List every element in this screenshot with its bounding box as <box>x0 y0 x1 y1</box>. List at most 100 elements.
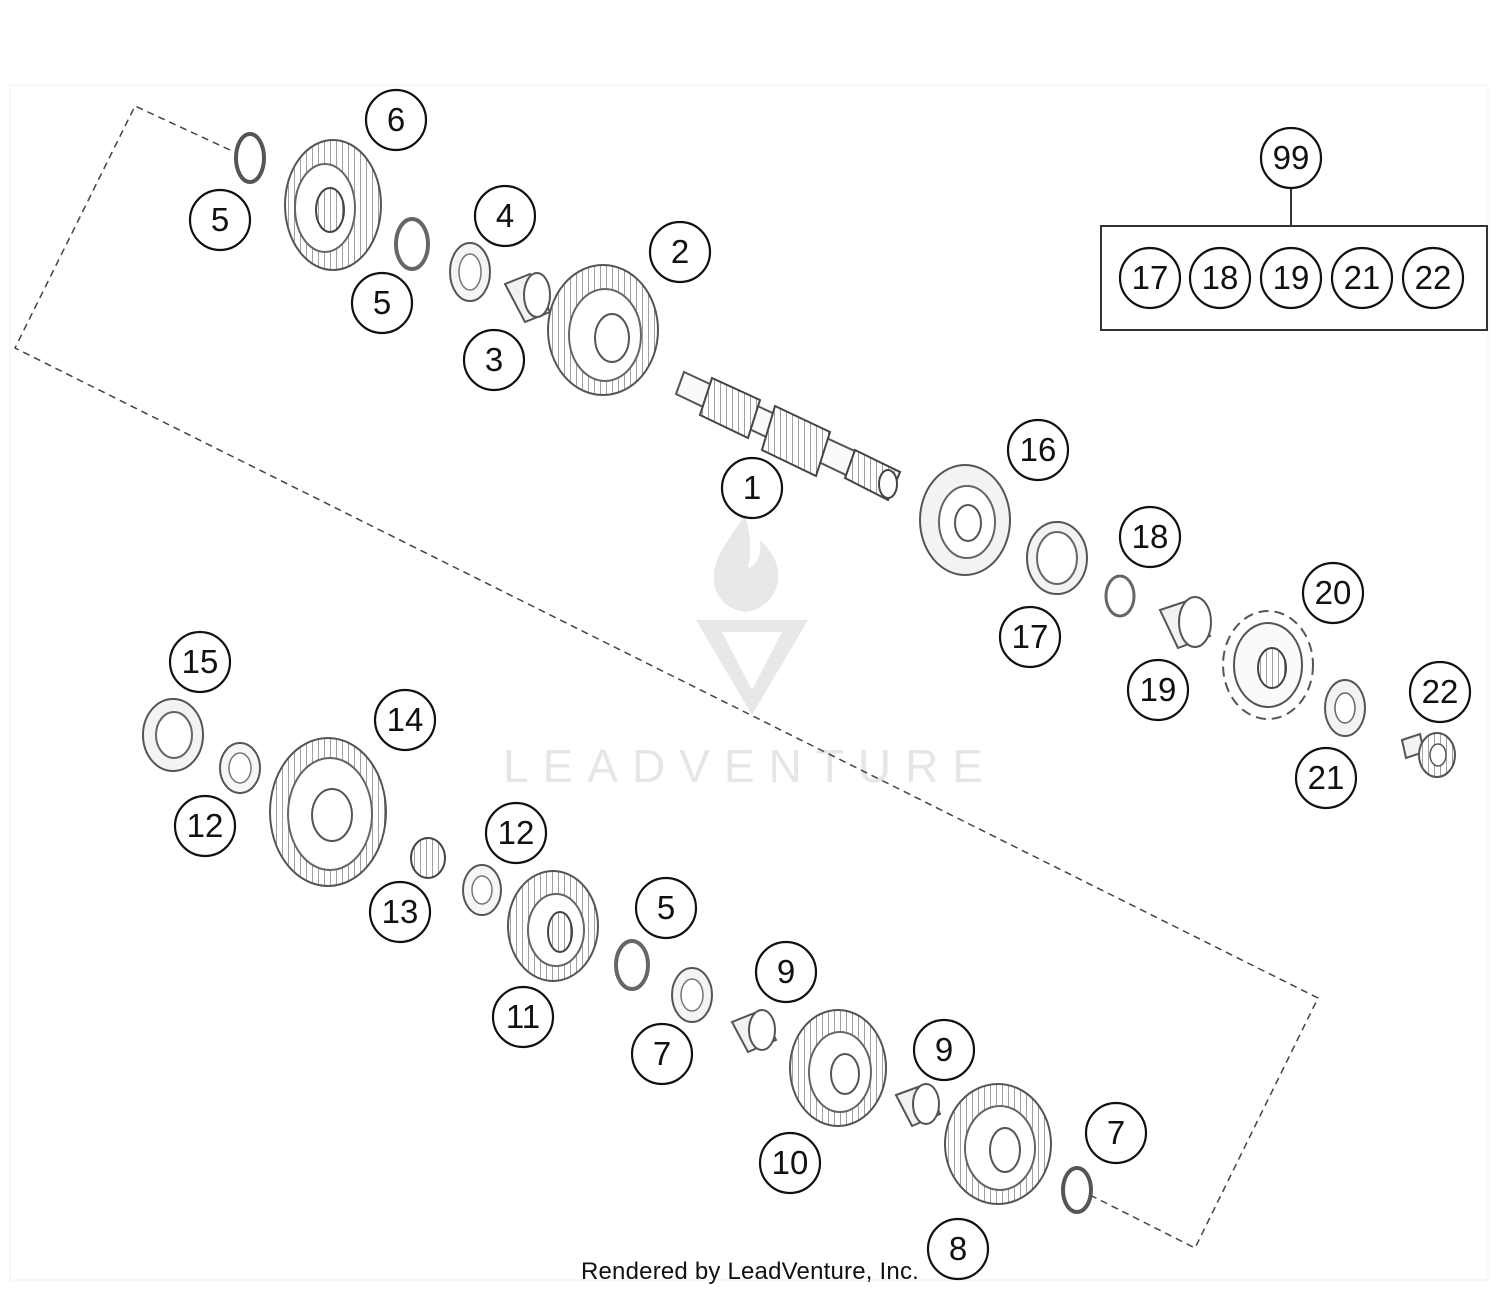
washer-part-12b <box>462 864 502 916</box>
callout-circle <box>462 328 526 392</box>
callout-number: 18 <box>1202 259 1239 296</box>
callout-kit-99[interactable]: 99 <box>1259 126 1323 190</box>
callout-circle <box>1408 660 1472 724</box>
kit-item-22[interactable]: 22 <box>1401 246 1465 310</box>
washer-part-21 <box>1324 679 1366 737</box>
callout-number: 2 <box>671 233 689 270</box>
callout-part-13[interactable]: 13 <box>368 880 432 944</box>
gear-part-11 <box>507 870 599 982</box>
callout-circle <box>758 1131 822 1195</box>
kit-99-box <box>1100 188 1488 331</box>
callout-circle <box>364 88 428 152</box>
callout-part-15[interactable]: 15 <box>168 630 232 694</box>
callout-circle <box>998 605 1062 669</box>
callout-part-10[interactable]: 10 <box>758 1131 822 1195</box>
ball-bearing-part-15 <box>142 698 204 772</box>
assembly-outline <box>13 105 1320 1250</box>
callout-part-5[interactable]: 5 <box>634 876 698 940</box>
callout-part-22[interactable]: 22 <box>1408 660 1472 724</box>
callout-number: 18 <box>1132 518 1169 555</box>
callout-number: 22 <box>1415 259 1452 296</box>
callout-part-14[interactable]: 14 <box>373 688 437 752</box>
washer-part-7a <box>671 967 713 1023</box>
callout-circle <box>1084 1101 1148 1165</box>
callout-circle <box>484 801 548 865</box>
callout-part-3[interactable]: 3 <box>462 328 526 392</box>
callout-circle <box>1301 561 1365 625</box>
washer-part-4 <box>449 242 491 302</box>
callout-part-5[interactable]: 5 <box>188 188 252 252</box>
kit-99-callouts: 99 17 18 19 21 22 <box>1118 126 1465 310</box>
callout-number: 99 <box>1273 139 1310 176</box>
callout-circle <box>630 1022 694 1086</box>
kit-item-21[interactable]: 21 <box>1330 246 1394 310</box>
diagram-frame <box>9 84 1489 1281</box>
callout-circle <box>634 876 698 940</box>
callout-part-9[interactable]: 9 <box>912 1018 976 1082</box>
circlip-part-5a <box>234 132 266 184</box>
callout-circle <box>473 184 537 248</box>
callout-part-17[interactable]: 17 <box>998 605 1062 669</box>
callout-circle <box>1188 246 1252 310</box>
callout-part-4[interactable]: 4 <box>473 184 537 248</box>
kit-item-18[interactable]: 18 <box>1188 246 1252 310</box>
callout-number: 19 <box>1140 671 1177 708</box>
o-ring-part-18 <box>1104 574 1136 618</box>
callout-number: 19 <box>1273 259 1310 296</box>
collar-screw-part-22 <box>1400 732 1456 778</box>
callout-circle <box>1401 246 1465 310</box>
kit-frame <box>1100 225 1488 331</box>
callout-number: 5 <box>211 201 229 238</box>
callout-part-16[interactable]: 16 <box>1006 418 1070 482</box>
callout-number: 21 <box>1308 759 1345 796</box>
callout-number: 17 <box>1132 259 1169 296</box>
callout-part-21[interactable]: 21 <box>1294 746 1358 810</box>
callout-number: 7 <box>653 1035 671 1072</box>
callout-part-2[interactable]: 2 <box>648 220 712 284</box>
needle-bearing-part-3 <box>503 272 552 324</box>
callout-number: 8 <box>949 1230 967 1267</box>
watermark-logo: LEADVENTURE <box>503 515 997 792</box>
callout-part-12[interactable]: 12 <box>173 794 237 858</box>
callout-circle <box>1259 126 1323 190</box>
callout-part-18[interactable]: 18 <box>1118 505 1182 569</box>
callout-number: 12 <box>187 807 224 844</box>
callout-part-5[interactable]: 5 <box>350 271 414 335</box>
gear-part-6 <box>284 139 382 271</box>
callout-part-8[interactable]: 8 <box>926 1217 990 1281</box>
callout-circle <box>491 985 555 1049</box>
callout-number: 11 <box>506 998 540 1035</box>
callout-part-9[interactable]: 9 <box>754 940 818 1004</box>
callout-part-11[interactable]: 11 <box>491 985 555 1049</box>
callout-number: 7 <box>1107 1114 1125 1151</box>
watermark-text: LEADVENTURE <box>503 740 997 792</box>
callout-number: 13 <box>382 893 419 930</box>
callout-part-19[interactable]: 19 <box>1126 658 1190 722</box>
callout-circle <box>168 630 232 694</box>
render-credit: Rendered by LeadVenture, Inc. <box>580 1258 920 1285</box>
callout-part-20[interactable]: 20 <box>1301 561 1365 625</box>
gear-part-14 <box>269 737 387 887</box>
callout-number: 5 <box>373 284 391 321</box>
kit-item-19[interactable]: 19 <box>1259 246 1323 310</box>
callout-part-7[interactable]: 7 <box>630 1022 694 1086</box>
callout-circle <box>648 220 712 284</box>
needle-bearing-part-9b <box>894 1082 942 1128</box>
callout-part-7[interactable]: 7 <box>1084 1101 1148 1165</box>
needle-bearing-part-13 <box>410 837 446 879</box>
callout-circle <box>173 794 237 858</box>
callout-number: 5 <box>657 889 675 926</box>
callout-number: 21 <box>1344 259 1381 296</box>
callout-number: 4 <box>496 197 514 234</box>
callout-part-12[interactable]: 12 <box>484 801 548 865</box>
callout-circle <box>1118 505 1182 569</box>
washer-part-12a <box>219 742 261 794</box>
callout-part-1[interactable]: 1 <box>720 456 784 520</box>
callout-circle <box>926 1217 990 1281</box>
kit-item-17[interactable]: 17 <box>1118 246 1182 310</box>
callout-circle <box>720 456 784 520</box>
gear-part-2 <box>547 264 659 396</box>
callout-number: 15 <box>182 643 219 680</box>
callout-part-6[interactable]: 6 <box>364 88 428 152</box>
